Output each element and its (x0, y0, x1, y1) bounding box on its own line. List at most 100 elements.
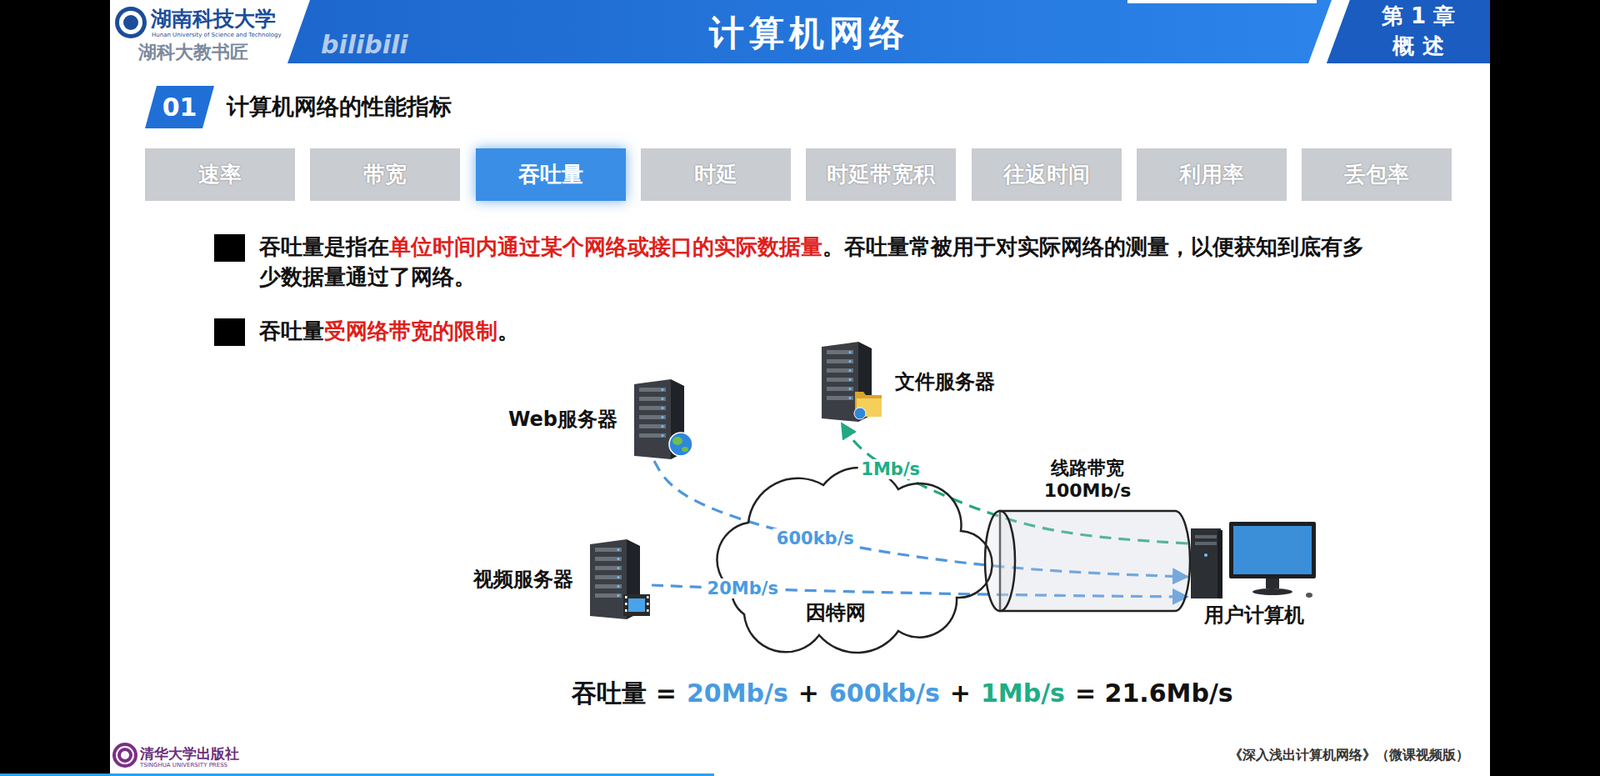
formula-term: 600kb/s (829, 678, 940, 708)
drawn-shape (1187, 518, 1321, 602)
bullet-text: 。 (497, 318, 520, 344)
metric-tab: 丢包率 (1301, 148, 1452, 201)
formula-term: 吞吐量 = (571, 678, 677, 708)
press-seal (112, 742, 138, 768)
drawn-shape (617, 566, 620, 570)
publisher-name: 清华大学出版社 (140, 745, 240, 762)
drawn-shape (595, 584, 622, 589)
formula-term: + (798, 678, 820, 708)
node-label: 吞吐量 (518, 160, 584, 190)
rate-label: 1Mb/s (857, 459, 924, 480)
node-label: 线路带宽 100Mb/s (1033, 456, 1142, 502)
text-group: 吞吐量受网络带宽的限制。 (259, 316, 520, 346)
drawn-shape (595, 547, 622, 552)
server-icon (585, 537, 652, 621)
drawn-shape (854, 407, 866, 420)
server-node: 视频服务器 (473, 537, 652, 621)
node-label: 视频服务器 (473, 565, 574, 593)
drawn-shape (1233, 525, 1312, 575)
drawn-shape (1190, 528, 1221, 599)
bullet-text: 吞吐量 (259, 318, 325, 344)
drawn-shape (639, 396, 666, 401)
node-label: 利用率 (1179, 160, 1245, 190)
formula-term: 20Mb/s (686, 678, 789, 708)
drawn-shape (1305, 592, 1313, 598)
metric-tab: 往返时间 (971, 148, 1122, 201)
drawn-shape (983, 506, 1192, 615)
university-name: 湖南科技大学 (150, 6, 276, 31)
formula-term: = 21.6Mb/s (1075, 678, 1234, 708)
drawn-shape (634, 379, 671, 460)
drawn-shape (625, 595, 628, 599)
university-emblem (119, 10, 143, 35)
drawn-shape (826, 368, 854, 373)
node-label: 用户计算机 (1204, 601, 1305, 629)
drawn-shape (985, 510, 1015, 611)
node-label: 时延 (694, 160, 738, 190)
drawn-shape (849, 387, 852, 390)
chapter-panel (1326, 0, 1490, 64)
text-group: 吞吐量 = 20Mb/s +600kb/s +1Mb/s = 21.6Mb/s (550, 676, 1255, 711)
drawn-shape (1195, 541, 1217, 545)
metric-tab: 吞吐量 (475, 148, 626, 201)
drawn-shape (669, 432, 693, 456)
text-group: bilibili (320, 30, 409, 60)
drawn-shape (625, 602, 628, 605)
press-seal (120, 750, 130, 760)
drawn-shape (1252, 588, 1293, 595)
section-badge: 01 (145, 85, 215, 129)
drawn-shape (145, 85, 215, 129)
drawn-shape (617, 557, 620, 560)
drawn-shape (639, 424, 666, 429)
drawn-shape (849, 378, 852, 381)
book-title: 《深入浅出计算机网络》（微课视频版） (1229, 746, 1470, 763)
text-group: 湖科大教书匠 (138, 40, 249, 65)
drawn-shape (629, 377, 696, 461)
pipe-icon (983, 506, 1192, 615)
text-group: Hunan University of Science and Technolo… (151, 31, 282, 39)
drawn-shape (639, 387, 666, 392)
metric-tab: 时延 (640, 148, 791, 201)
drawn-shape (646, 609, 650, 612)
text-group: 计算机网络的性能指标 (226, 91, 452, 122)
formula-term: 1Mb/s (980, 678, 1065, 708)
drawn-shape (661, 415, 665, 419)
drawn-shape (623, 594, 650, 616)
node-label: 带宽 (363, 160, 407, 190)
drawn-shape (617, 575, 620, 579)
drawn-shape (849, 350, 852, 354)
drawn-shape (849, 360, 852, 363)
drawn-shape (628, 598, 645, 612)
bullet-square (214, 318, 245, 346)
drawn-shape (826, 359, 854, 364)
drawn-shape (826, 377, 854, 382)
node-label: 文件服务器 (895, 368, 995, 395)
server-icon (629, 377, 696, 461)
text-group: 湖南科技大学 (150, 5, 276, 33)
drawn-shape (585, 537, 652, 621)
slide-ground (110, 0, 1490, 776)
metric-tab: 速率 (145, 148, 295, 201)
drawn-shape (661, 406, 665, 410)
node-label: 往返时间 (1003, 160, 1090, 190)
node-label: 时延带宽积 (826, 160, 935, 190)
drawn-shape (639, 405, 666, 410)
drawn-shape (639, 433, 666, 438)
drawn-shape (595, 575, 622, 580)
chapter-name: 概 述 (1392, 33, 1444, 59)
drawn-shape (826, 350, 854, 355)
drawn-shape (617, 594, 620, 597)
drawn-shape (661, 397, 665, 400)
server-node: 文件服务器 (816, 340, 995, 424)
publisher-name-en: TSINGHUA UNIVERSITY PRESS (140, 761, 228, 769)
drawn-shape (595, 565, 622, 570)
metric-tab: 利用率 (1136, 148, 1287, 201)
drawn-shape (595, 556, 622, 561)
drawn-shape (639, 415, 666, 420)
node-label: 因特网 (805, 599, 866, 626)
bullet-square (214, 234, 245, 262)
rate-label: 600kb/s (773, 528, 858, 549)
watermark: 湖科大教书匠 (138, 41, 249, 63)
text-group: 吞吐量是指在单位时间内通过某个网络或接口的实际数据量。吞吐量常被用于对实际网络的… (259, 231, 1372, 292)
formula-term: + (950, 678, 971, 708)
